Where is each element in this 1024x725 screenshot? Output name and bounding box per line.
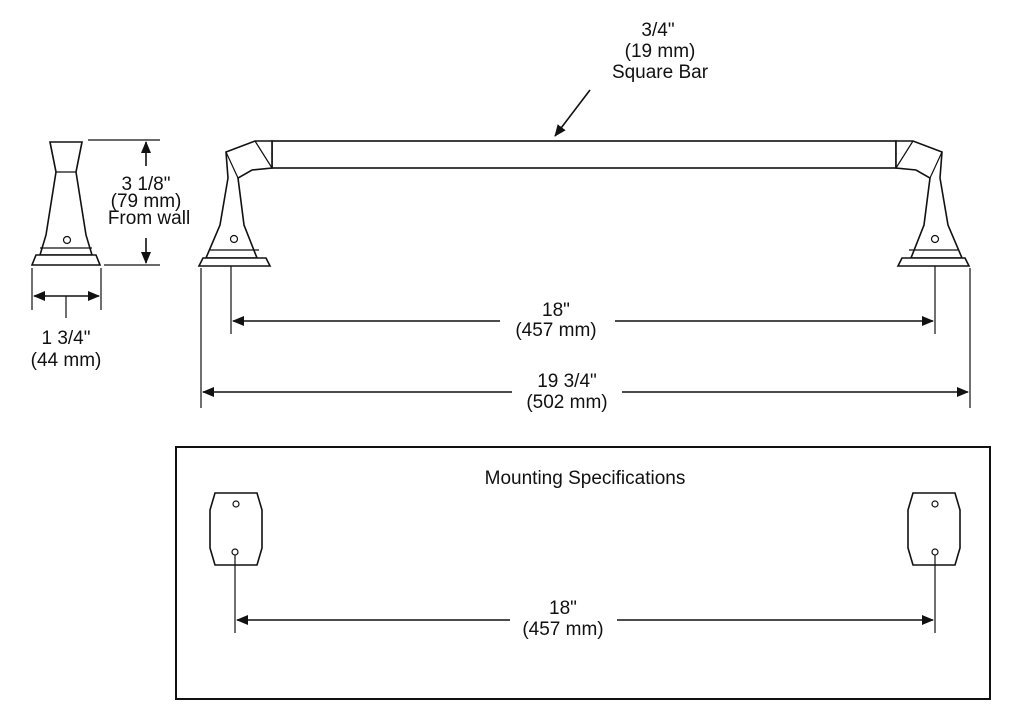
- front-view-towel-bar: [197, 140, 971, 267]
- bar-size-callout: 3/4" (19 mm) Square Bar: [554, 20, 709, 137]
- base-width-dimension: 1 3/4" (44 mm): [31, 268, 102, 371]
- center-dimension: 18" (457 mm): [230, 266, 936, 341]
- right-mounting-plate: [907, 492, 961, 566]
- bar-size-inches: 3/4": [641, 20, 674, 41]
- height-note: From wall: [108, 208, 190, 229]
- left-mounting-plate: [209, 492, 263, 566]
- height-inches: 3 1/8": [121, 174, 170, 195]
- base-width-inches: 1 3/4": [41, 328, 90, 349]
- overall-dimension: 19 3/4" (502 mm): [200, 268, 971, 413]
- mounting-center-inches: 18": [549, 598, 577, 619]
- center-inches: 18": [542, 300, 570, 321]
- mounting-title: Mounting Specifications: [485, 468, 686, 489]
- height-dimension: 3 1/8" (79 mm) From wall: [88, 139, 190, 266]
- base-width-mm: (44 mm): [31, 350, 102, 371]
- overall-mm: (502 mm): [526, 392, 607, 413]
- bar-size-mm: (19 mm): [625, 41, 696, 62]
- overall-inches: 19 3/4": [537, 371, 597, 392]
- height-mm: (79 mm): [111, 191, 182, 212]
- mounting-center-mm: (457 mm): [522, 619, 603, 640]
- center-mm: (457 mm): [515, 320, 596, 341]
- mounting-specifications-panel: Mounting Specifications 18" (457 mm): [175, 446, 991, 700]
- side-view-post: [30, 141, 102, 266]
- bar-size-desc: Square Bar: [612, 62, 709, 83]
